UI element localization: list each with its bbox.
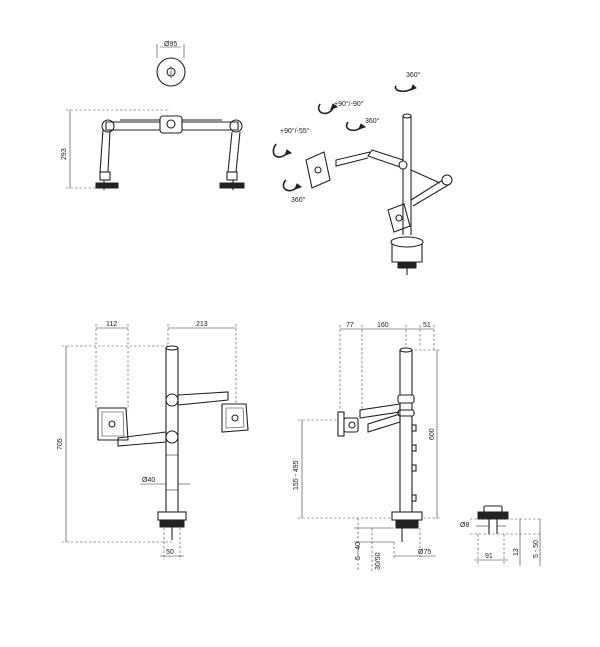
base-plate-circle <box>156 57 186 87</box>
front-width-right-label: 213 <box>196 321 208 328</box>
offset-mid-label: 160 <box>377 322 389 329</box>
tilt-label: +90°/-55° <box>280 127 310 135</box>
base-width-label: 50 <box>166 549 174 556</box>
rotation-pole-label: 360° <box>406 71 421 79</box>
rotation-joint-label: 360° <box>365 117 380 125</box>
isometric-view: 360° +90°/-90° 360° +90°/-55° 360° <box>272 71 453 275</box>
side-height-label: 600 <box>429 428 436 440</box>
base-diameter-label: Ø75 <box>418 549 431 556</box>
clamp-detail: Ø8 91 13 5 - 50 <box>460 505 541 566</box>
front-height-705-label: 705 <box>57 438 64 450</box>
rotation-arm-label: +90°/-90° <box>334 100 364 108</box>
plan-diameter-label: Ø95 <box>164 41 177 48</box>
pole-diameter-label: Ø40 <box>142 477 155 484</box>
clamp-range-detail-label: 5 - 50 <box>533 540 540 558</box>
rotation-head-label: 360° <box>291 196 306 204</box>
front-height-label: 293 <box>61 148 68 160</box>
clamp-width-label: 91 <box>485 553 493 560</box>
side-view-detail: 77 160 51 600 155 - 495 <box>293 322 441 572</box>
offset-left-label: 77 <box>346 322 354 329</box>
bolt-diameter-label: Ø8 <box>460 522 469 529</box>
front-width-left-label: 112 <box>106 321 117 328</box>
mount-range-label: 155 - 495 <box>293 460 300 490</box>
top-view-front: 293 <box>61 109 245 190</box>
top-view-plan: Ø95 <box>156 41 186 87</box>
offset-right-label: 51 <box>423 322 431 329</box>
clamp-height-label: 13 <box>513 548 520 556</box>
clamp-depth-label: 30/50 <box>375 552 382 570</box>
clamp-range-label: 5 - 40 <box>355 542 362 560</box>
front-view-detail: 112 213 705 Ø40 <box>57 321 249 560</box>
